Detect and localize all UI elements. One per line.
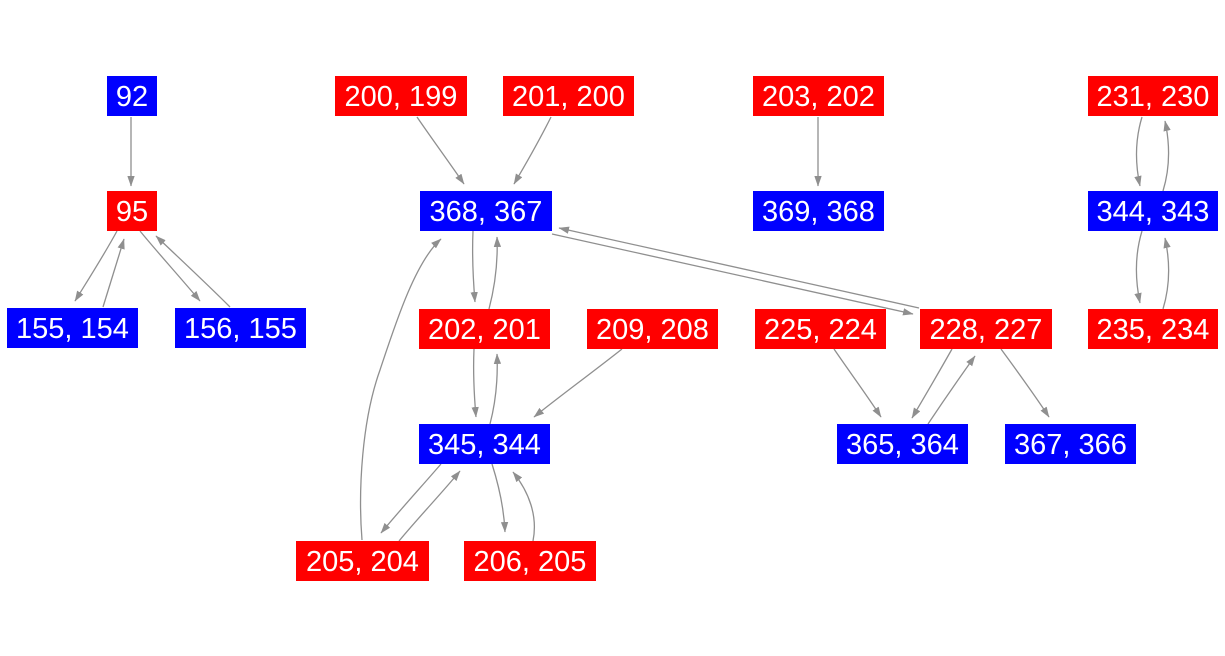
node-label-203-202: 203, 202 xyxy=(762,81,875,113)
graph-node-228-227: 228, 227 xyxy=(920,309,1052,349)
graph-edge-205-204-to-368-367 xyxy=(359,238,442,541)
node-box-200-199 xyxy=(335,76,467,116)
graph-edge-156-155-to-95 xyxy=(155,235,231,308)
graph-edge-155-154-to-95 xyxy=(102,238,125,308)
graph-node-200-199: 200, 199 xyxy=(335,76,467,116)
graph-edge-228-227-to-368-367 xyxy=(558,226,920,309)
node-label-228-227: 228, 227 xyxy=(930,314,1043,346)
node-label-365-364: 365, 364 xyxy=(846,429,959,461)
node-label-209-208: 209, 208 xyxy=(596,314,709,346)
node-box-225-224 xyxy=(755,309,886,349)
graph-node-235-234: 235, 234 xyxy=(1088,309,1218,349)
graph-node-345-344: 345, 344 xyxy=(419,424,550,464)
node-label-235-234: 235, 234 xyxy=(1097,314,1210,346)
edges-layer xyxy=(74,116,1171,542)
node-box-155-154 xyxy=(7,308,138,348)
node-box-368-367 xyxy=(420,191,552,231)
node-box-203-202 xyxy=(753,76,884,116)
graph-edge-95-to-155-154 xyxy=(74,230,118,302)
node-label-206-205: 206, 205 xyxy=(474,546,587,578)
graph-node-368-367: 368, 367 xyxy=(420,191,552,231)
graph-edge-228-227-to-367-366 xyxy=(1000,348,1050,418)
node-label-156-155: 156, 155 xyxy=(184,313,297,345)
graph-edge-202-201-to-368-367 xyxy=(488,236,502,310)
node-label-345-344: 345, 344 xyxy=(428,429,541,461)
graph-edge-209-208-to-345-344 xyxy=(533,348,623,418)
node-box-92 xyxy=(107,76,157,116)
node-label-92: 92 xyxy=(116,81,148,113)
graph-node-231-230: 231, 230 xyxy=(1088,76,1218,116)
node-box-206-205 xyxy=(464,541,596,581)
graph-node-225-224: 225, 224 xyxy=(755,309,886,349)
node-box-228-227 xyxy=(920,309,1052,349)
graph-edge-201-200-to-368-367 xyxy=(513,116,552,185)
graph-edge-344-343-to-235-234 xyxy=(1134,230,1143,304)
graph-edge-231-230-to-344-343 xyxy=(1134,116,1143,187)
node-box-345-344 xyxy=(419,424,550,464)
node-label-369-368: 369, 368 xyxy=(762,196,875,228)
node-box-201-200 xyxy=(503,76,634,116)
node-label-202-201: 202, 201 xyxy=(428,314,541,346)
graph-node-206-205: 206, 205 xyxy=(464,541,596,581)
graph-node-155-154: 155, 154 xyxy=(7,308,138,348)
node-label-225-224: 225, 224 xyxy=(764,314,877,346)
graph-node-95: 95 xyxy=(107,191,157,231)
node-box-95 xyxy=(107,191,157,231)
graph-node-344-343: 344, 343 xyxy=(1088,191,1218,231)
graph-edge-345-344-to-206-205 xyxy=(491,463,509,533)
graph-edge-206-205-to-345-344 xyxy=(512,471,535,542)
graph-node-201-200: 201, 200 xyxy=(503,76,634,116)
node-label-201-200: 201, 200 xyxy=(512,81,625,113)
node-label-205-204: 205, 204 xyxy=(306,546,419,578)
graph-node-202-201: 202, 201 xyxy=(419,309,550,349)
graph-node-367-366: 367, 366 xyxy=(1005,424,1136,464)
graph-node-92: 92 xyxy=(107,76,157,116)
node-box-209-208 xyxy=(587,309,718,349)
node-box-235-234 xyxy=(1088,309,1218,349)
node-label-155-154: 155, 154 xyxy=(16,313,129,345)
node-box-231-230 xyxy=(1088,76,1218,116)
graph-edge-228-227-to-365-364 xyxy=(911,348,953,419)
graph-edge-345-344-to-202-201 xyxy=(489,353,502,425)
graph-edge-368-367-to-228-227 xyxy=(551,233,914,316)
graph-edge-235-234-to-344-343 xyxy=(1162,237,1171,310)
graph-node-156-155: 156, 155 xyxy=(175,308,306,348)
node-box-365-364 xyxy=(837,424,968,464)
graph-node-365-364: 365, 364 xyxy=(837,424,968,464)
node-label-367-366: 367, 366 xyxy=(1014,429,1127,461)
node-box-202-201 xyxy=(419,309,550,349)
graph-edge-365-364-to-228-227 xyxy=(927,355,976,425)
node-label-95: 95 xyxy=(116,196,148,228)
node-box-369-368 xyxy=(753,191,884,231)
graph-node-209-208: 209, 208 xyxy=(587,309,718,349)
graph-edge-95-to-156-155 xyxy=(139,230,201,302)
graph-edge-345-344-to-205-204 xyxy=(380,463,442,534)
node-box-344-343 xyxy=(1088,191,1218,231)
graph-edge-202-201-to-345-344 xyxy=(471,348,479,418)
graph-node-205-204: 205, 204 xyxy=(296,541,429,581)
node-box-205-204 xyxy=(296,541,429,581)
node-label-231-230: 231, 230 xyxy=(1097,81,1210,113)
graph-edge-368-367-to-202-201 xyxy=(470,230,478,303)
node-box-156-155 xyxy=(175,308,306,348)
node-box-367-366 xyxy=(1005,424,1136,464)
graph-edge-225-224-to-365-364 xyxy=(833,348,882,418)
graph-edge-205-204-to-345-344 xyxy=(398,470,461,542)
graph-node-369-368: 369, 368 xyxy=(753,191,884,231)
node-label-368-367: 368, 367 xyxy=(430,196,543,228)
nodes-layer: 92 95 155, 154 156, 155 200, 199 201, 200 368,… xyxy=(7,76,1218,581)
node-label-200-199: 200, 199 xyxy=(345,81,458,113)
graph-edge-200-199-to-368-367 xyxy=(416,116,465,185)
node-label-344-343: 344, 343 xyxy=(1097,196,1210,228)
graph-node-203-202: 203, 202 xyxy=(753,76,884,116)
graph-edge-344-343-to-231-230 xyxy=(1162,120,1171,192)
